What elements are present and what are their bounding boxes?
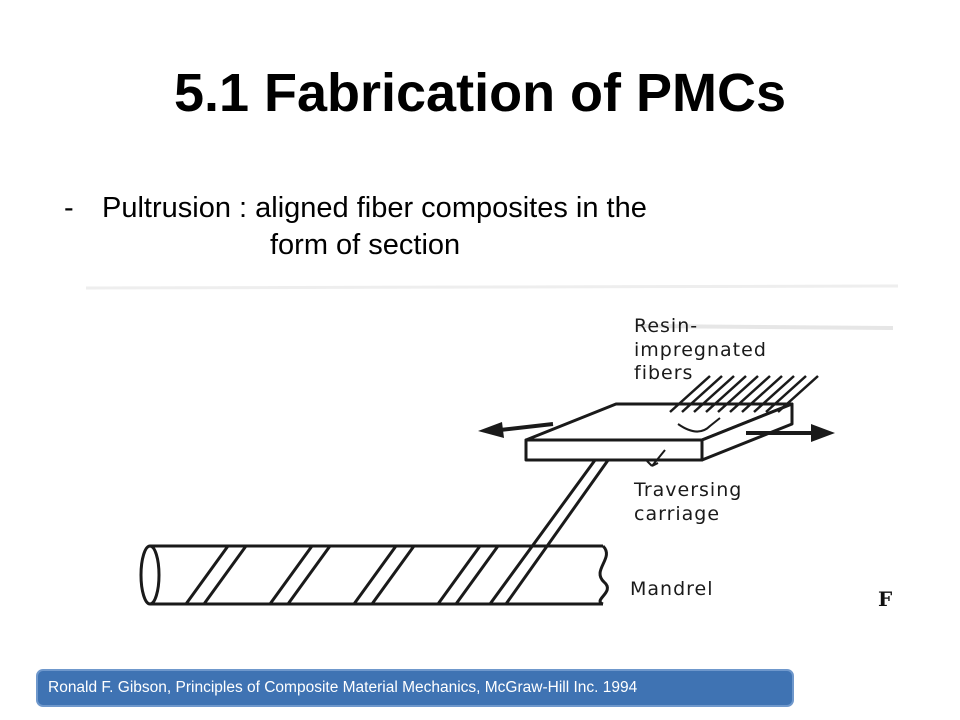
scan-smudge bbox=[85, 284, 899, 290]
fiber-strand bbox=[741, 375, 783, 413]
stray-letter: F bbox=[878, 587, 892, 611]
fiber-strand bbox=[681, 375, 723, 413]
incoming-fibers bbox=[669, 375, 819, 413]
fiber-strand bbox=[705, 375, 747, 413]
fiber-strand bbox=[669, 375, 711, 413]
bullet-text-line2: form of section bbox=[270, 229, 461, 261]
carriage-front-face bbox=[524, 438, 704, 462]
label-carriage: carriage bbox=[634, 503, 720, 525]
wound-band bbox=[454, 545, 500, 605]
mandrel bbox=[139, 544, 609, 606]
label-mandrel: Mandrel bbox=[630, 578, 714, 600]
wound-band bbox=[202, 545, 248, 605]
label-fibers: fibers bbox=[634, 362, 693, 384]
left-arrow-icon bbox=[478, 422, 554, 438]
leader-line-carriage bbox=[651, 449, 666, 467]
leader-line-fibers bbox=[677, 417, 721, 433]
fiber-strand bbox=[753, 375, 795, 413]
mandrel-break-line bbox=[598, 544, 609, 606]
mandrel-left-end bbox=[139, 544, 161, 606]
right-arrow-icon bbox=[746, 424, 835, 442]
fiber-band-edge bbox=[504, 455, 613, 605]
bullet-text-line1: Pultrusion : aligned fiber composites in… bbox=[102, 192, 647, 224]
fiber-band-edge bbox=[488, 455, 600, 605]
diagram-svg: Resin- impregnated fibers Traversing car… bbox=[78, 278, 908, 658]
wound-band bbox=[286, 545, 332, 605]
fiber-strand bbox=[693, 375, 735, 413]
bullet-marker: - bbox=[64, 192, 74, 224]
scan-smudge bbox=[637, 324, 894, 330]
fiber-strand bbox=[729, 375, 771, 413]
fiber-band-to-mandrel bbox=[488, 455, 613, 605]
fiber-strand bbox=[765, 375, 807, 413]
filament-winding-diagram: Resin- impregnated fibers Traversing car… bbox=[78, 278, 908, 658]
label-resin: Resin- bbox=[634, 315, 698, 337]
wound-fiber-bands bbox=[184, 545, 500, 605]
scan-background bbox=[78, 278, 908, 658]
wound-band bbox=[268, 545, 314, 605]
fiber-strand bbox=[777, 375, 819, 413]
wound-band bbox=[184, 545, 230, 605]
label-traversing: Traversing bbox=[633, 479, 742, 501]
wound-band bbox=[352, 545, 398, 605]
citation-text: Ronald F. Gibson, Principles of Composit… bbox=[48, 679, 638, 696]
label-impregnated: impregnated bbox=[634, 339, 767, 361]
fiber-strand bbox=[717, 375, 759, 413]
slide-title: 5.1 Fabrication of PMCs bbox=[173, 63, 787, 123]
wound-band bbox=[370, 545, 416, 605]
wound-band bbox=[436, 545, 482, 605]
leader-arrowhead bbox=[646, 460, 659, 467]
citation-box: Ronald F. Gibson, Principles of Composit… bbox=[36, 669, 794, 707]
